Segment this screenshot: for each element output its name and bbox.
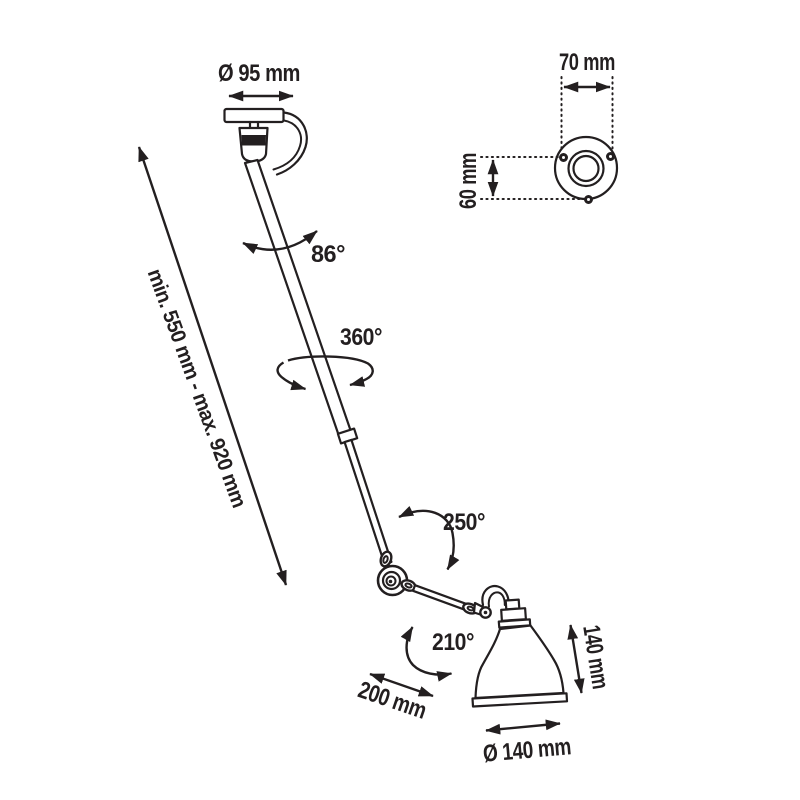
head-cable-inner (487, 591, 506, 608)
flange-width-label: 70 mm (559, 49, 615, 76)
socket-band (241, 135, 266, 146)
lower-tube (343, 438, 393, 566)
canopy-cable-outer (275, 111, 308, 176)
shade-diameter-arrow (485, 719, 561, 735)
head-pivot-dot (483, 610, 488, 615)
flange-screw-hole-bottom (584, 195, 593, 204)
shade-tilt-label: 210° (432, 629, 474, 656)
length-range-label: min. 550 mm - max. 920 mm (143, 266, 251, 511)
flange-raised-ring (567, 149, 605, 188)
dimension-arm-length: 200 mm (355, 672, 434, 725)
flange-outer-circle (553, 135, 619, 201)
upper-tube (243, 158, 354, 441)
elbow-angle-label: 250° (443, 509, 485, 536)
shade-diameter-label: Ø 140 mm (482, 733, 572, 768)
elbow-axle-dot (388, 579, 393, 584)
elbow-angle-arc (398, 505, 460, 571)
dimension-shade-diameter: Ø 140 mm (482, 719, 572, 768)
flange-center-hole (572, 154, 600, 183)
shade-bell (474, 624, 565, 700)
lower-arm (400, 579, 478, 615)
length-range-arrow (137, 146, 288, 586)
shade-rim (471, 692, 569, 708)
dimension-rotation-angle: 360° (276, 324, 383, 391)
shade-height-arrow (567, 624, 585, 694)
shade-height-label: 140 mm (577, 623, 614, 690)
dimension-elbow-angle: 250° (398, 505, 486, 571)
arm-shaft (411, 584, 469, 611)
elbow-joint (376, 564, 409, 597)
dimension-canopy-diameter: Ø 95 mm (218, 60, 301, 102)
dimension-shade-height: 140 mm (567, 623, 614, 694)
flange-height-label: 60 mm (455, 153, 482, 209)
arm-lug-elbow-hole (404, 582, 413, 589)
dimension-flange-height: 60 mm (455, 153, 584, 209)
lamp-head (471, 584, 569, 708)
rotation-angle-label: 360° (340, 324, 382, 351)
dimension-flange-width: 70 mm (559, 49, 616, 153)
flange-screw-hole-left (559, 153, 568, 162)
flange-screw-hole-right (606, 152, 615, 161)
dimension-tilt-angle: 86° (242, 230, 346, 268)
canopy-diameter-label: Ø 95 mm (218, 60, 300, 87)
rotation-arc-front (276, 361, 307, 391)
arm-length-arrow (369, 672, 434, 698)
telescopic-tube (243, 158, 393, 568)
elbow-mid-ring (381, 570, 402, 591)
shade-tilt-arc (400, 626, 453, 682)
mounting-flange-top-view (553, 135, 619, 204)
canopy-plate (223, 107, 285, 124)
arm-length-label: 200 mm (355, 676, 430, 724)
ceiling-mount (223, 107, 308, 176)
head-cable-outer (481, 584, 510, 607)
dimension-shade-tilt-angle: 210° (400, 626, 475, 682)
elbow-inner-ring (385, 575, 397, 587)
tube-clevis-hole (382, 555, 389, 564)
rotation-arc-back (287, 355, 374, 387)
tilt-angle-label: 86° (311, 241, 345, 268)
